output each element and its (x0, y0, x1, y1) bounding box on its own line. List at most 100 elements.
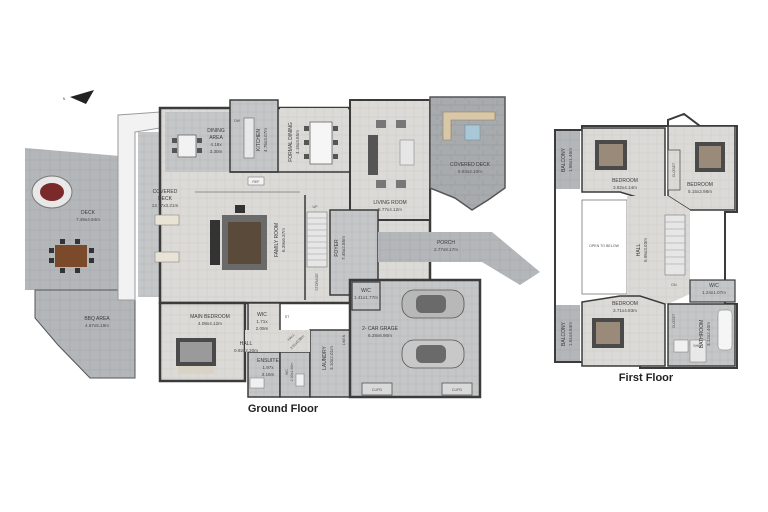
balcony-bottom-area (556, 305, 580, 361)
garage-wc-label: W/C (361, 288, 371, 294)
living-sofa-icon (368, 120, 415, 188)
kitchen-dim: 4.76x3.07m (263, 128, 268, 152)
deck-label: DECK (81, 210, 96, 216)
first-floor-title: First Floor (619, 372, 674, 384)
foyer-label: FOYER (334, 239, 340, 257)
cupd-left (361, 382, 393, 396)
wic-dim-1: 1.71x (256, 319, 268, 324)
car-silver-icon (401, 289, 465, 319)
laundry-area (309, 329, 351, 398)
foyer-dim: 7.45x2.85m (341, 236, 346, 260)
linen-label: LINEN (342, 334, 346, 345)
main-bed-icon (176, 338, 216, 366)
wc-dim: 2.30x1.66m (290, 363, 294, 382)
bench-icon (178, 366, 214, 374)
car-silver-icon (401, 339, 465, 369)
ensuite-area (247, 351, 281, 398)
up-label: UP (313, 205, 319, 209)
cupd-left-label: CUPD (372, 388, 383, 392)
open-to-below-label: OPEN TO BELOW (589, 244, 620, 248)
dining-table-icon (172, 134, 202, 158)
balcony-top-dim: 1.86x1.46m (568, 148, 573, 172)
deck-chair-icon (154, 214, 180, 226)
living-room-dim: 5.77x4.12m (378, 207, 402, 212)
closet-1-area (667, 149, 681, 191)
family-sofa-icon (210, 205, 267, 270)
deck-dim: 7.49x4.94m (76, 217, 100, 222)
first-floor: BALCONY 1.86x1.46m BEDROOM 3.82x4.14m BE… (554, 112, 738, 384)
wic-dim-2: 2.09m (256, 326, 269, 331)
dn-label: DN (671, 283, 677, 287)
formal-dining-table-icon (304, 121, 338, 165)
wic-label: WIC (257, 312, 267, 318)
ground-floor-title: Ground Floor (248, 403, 319, 415)
closet-1-label: CLOSET (672, 162, 676, 177)
hall-area (245, 330, 310, 352)
porch-dim: 2.77x8.17m (434, 247, 458, 252)
ref-label: REF (252, 180, 260, 184)
balcony-top-area (556, 131, 580, 189)
covered-deck-dim: 13.77x3.21m (152, 203, 179, 208)
cupd-right (441, 382, 473, 396)
formal-dining-dim: 4.18x3.65m (295, 130, 300, 154)
outdoor-lounge-icon (31, 175, 73, 209)
formal-dining-label: FORMAL DINING (288, 122, 294, 162)
wc-toilet-icon (295, 373, 305, 387)
hall-first-label: HALL (636, 244, 642, 257)
ensuite-label: ENSUITE (257, 358, 279, 364)
wc-first-label: W/C (709, 283, 719, 289)
hall-first-dim: 5.95x3.03m (643, 238, 648, 262)
stairs-first-icon (664, 214, 686, 276)
bbq-label: BBQ AREA (84, 316, 110, 322)
bedroom-3-label: BEDROOM (612, 301, 638, 307)
deck-area (25, 148, 120, 290)
bedroom-1-dim: 3.82x4.14m (613, 185, 637, 190)
laundry-dim: 3.10x2.01m (329, 346, 334, 370)
covered-deck-label-1: COVERED (153, 189, 178, 195)
open-to-below-area (581, 199, 628, 295)
balcony-bottom-label: BALCONY (561, 321, 567, 346)
bathroom-label: BATHROOM (699, 320, 705, 349)
ensuite-vanity-icon (249, 377, 265, 389)
hall-a-label: HALL (240, 341, 253, 347)
bed-1-icon (595, 140, 627, 170)
dining-dim-1: 4.18x (210, 142, 222, 147)
st-label: ST (285, 315, 290, 319)
porch-area (378, 232, 540, 285)
covered-deck-label-2: DECK (158, 196, 173, 202)
family-room-dim: 6.39x6.37m (281, 228, 286, 252)
ensuite-dim-2: 3.16m (262, 372, 275, 377)
laundry-label: LAUNDRY (322, 345, 328, 369)
covered-deck-east-label: COVERED DECK (450, 162, 491, 168)
bathtub-icon (717, 309, 733, 351)
fridge-icon (247, 176, 265, 186)
main-bedroom-dim: 4.08x4.12m (198, 321, 222, 326)
bed-2-icon (695, 142, 725, 172)
main-bedroom-label: MAIN BEDROOM (190, 314, 230, 320)
shr-label: SHR (693, 344, 701, 348)
garage-wc-dim: 1.41x1.77m (354, 295, 378, 300)
balcony-top-label: BALCONY (561, 147, 567, 172)
wc-area (279, 351, 311, 398)
bedroom-3-dim: 3.71x4.83m (613, 308, 637, 313)
wc-first-dim: 1.24x1.07m (702, 290, 726, 295)
wc-first-area (689, 279, 736, 303)
north-arrow-icon: N (63, 90, 94, 104)
porch-label: PORCH (437, 240, 455, 246)
dining-label-1: DINING (207, 128, 225, 134)
hall-a-dim: 0.92x2.20m (234, 348, 258, 353)
stairs-icon (306, 211, 328, 268)
deck-chair-icon (154, 251, 180, 263)
deck-dining-table-icon (49, 239, 94, 273)
bbq-dim: 4.67x5.18m (85, 323, 109, 328)
cupd-right-label: CUPD (452, 388, 463, 392)
bedroom-1-label: BEDROOM (612, 178, 638, 184)
covered-deck-east-dim: 5.93x4.10m (458, 169, 482, 174)
bed-3-icon (592, 318, 624, 348)
bedroom-2-dim: 5.15x2.98m (688, 189, 712, 194)
garage-label: 2- CAR GRAGE (362, 326, 399, 332)
balcony-bottom-dim: 1.61x4.54m (568, 322, 573, 346)
garage-dim: 6.28x6.90m (368, 333, 392, 338)
bath-vanity-icon (673, 339, 689, 353)
